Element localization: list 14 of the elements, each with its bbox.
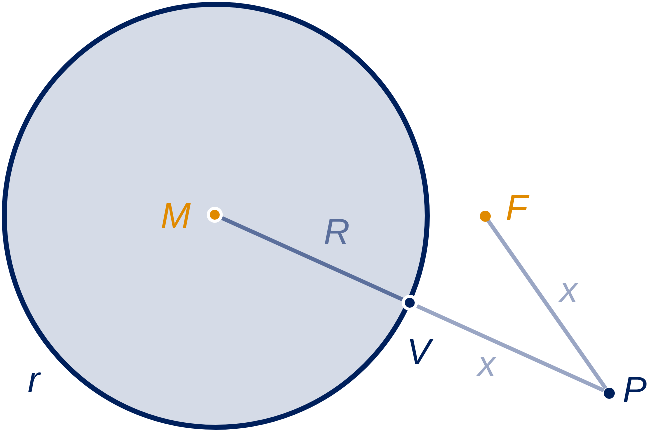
center-point — [207, 207, 223, 223]
edge-label: x — [478, 346, 496, 382]
edge-label: x — [560, 272, 578, 308]
line-segment — [416, 304, 605, 393]
line-segment — [221, 216, 404, 302]
point-label: r — [28, 362, 40, 398]
edge-label: R — [324, 214, 350, 250]
point-label: P — [623, 372, 648, 408]
point — [604, 388, 614, 398]
focus-point — [480, 210, 490, 222]
point-label: F — [506, 190, 528, 226]
point-label: M — [161, 198, 191, 234]
point-label: V — [407, 334, 432, 370]
line-segment — [486, 219, 608, 390]
